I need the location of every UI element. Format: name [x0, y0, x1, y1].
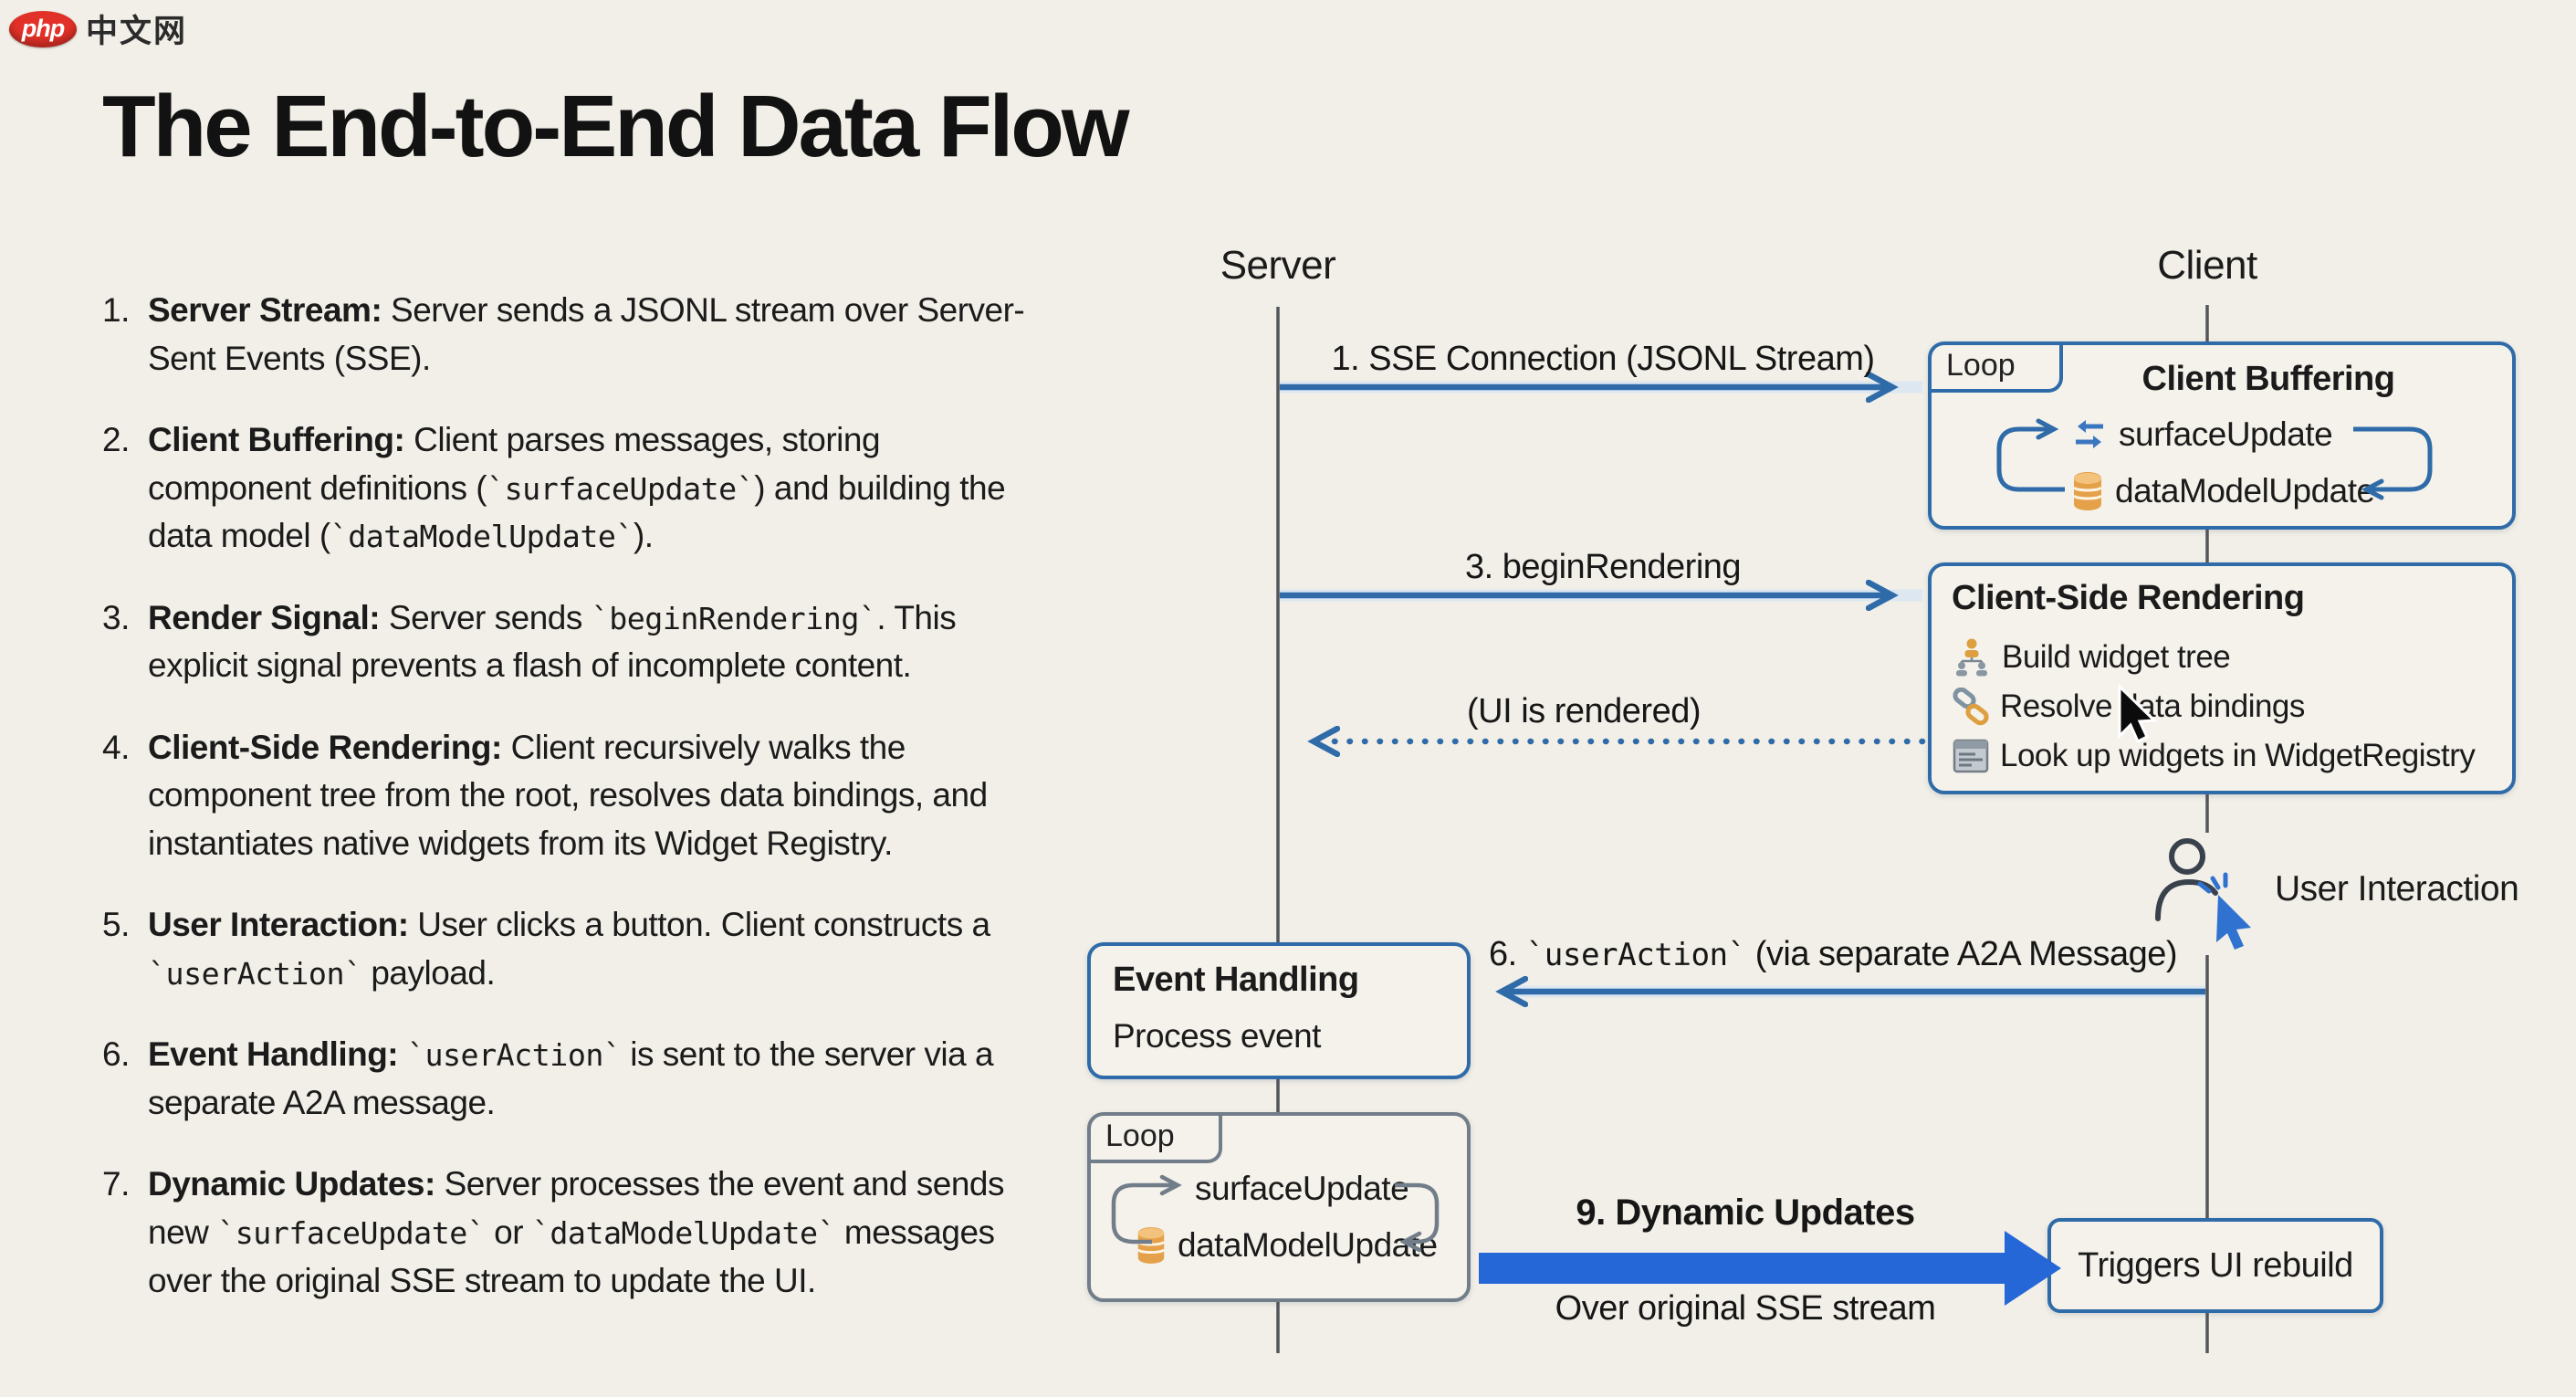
- event-handling-title: Event Handling: [1113, 961, 1359, 999]
- swap-arrows-icon: [2076, 420, 2103, 448]
- surface-update-label: surfaceUpdate: [2119, 415, 2333, 453]
- event-handling-subtitle: Process event: [1113, 1017, 1321, 1055]
- step-item-2: 2. Client Buffering: Client parses messa…: [102, 416, 1052, 561]
- server-lifeline-label: Server: [1220, 243, 1336, 288]
- step-number: 2.: [102, 421, 130, 459]
- server-loop-box: Loop surfaceUpdate dataModelUpdate: [1087, 1112, 1471, 1302]
- data-model-update-label: dataModelUpdate: [2115, 472, 2375, 509]
- step-number: 5.: [102, 906, 130, 944]
- database-icon: [2072, 472, 2103, 510]
- step-number: 3.: [102, 598, 130, 636]
- step-item-7: 7. Dynamic Updates: Server processes the…: [102, 1161, 1052, 1305]
- dynamic-updates-sublabel: Over original SSE stream: [1555, 1289, 1936, 1328]
- loop-tab: Loop: [1087, 1112, 1222, 1163]
- step-number: 7.: [102, 1165, 130, 1203]
- user-action-label: 6. `userAction` (via separate A2A Messag…: [1488, 935, 2178, 973]
- site-logo: php 中文网: [9, 5, 187, 52]
- build-widget-tree-label: Build widget tree: [2002, 639, 2231, 675]
- triggers-ui-rebuild-box: Triggers UI rebuild: [2047, 1218, 2383, 1313]
- widget-registry-label: Look up widgets in WidgetRegistry: [2000, 738, 2476, 773]
- step-text: User Interaction: User clicks a button. …: [148, 906, 990, 992]
- surface-update-row: surfaceUpdate: [2070, 413, 2333, 457]
- surface-update-row: surfaceUpdate: [1195, 1167, 1409, 1211]
- step-text: Event Handling: `userAction` is sent to …: [148, 1035, 994, 1121]
- sse-arrow-label: 1. SSE Connection (JSONL Stream): [1331, 340, 1875, 378]
- surface-update-label: surfaceUpdate: [1195, 1170, 1409, 1207]
- step-item-5: 5. User Interaction: User clicks a butto…: [102, 901, 1052, 997]
- step-text: Render Signal: Server sends `beginRender…: [148, 598, 957, 685]
- client-lifeline-label: Client: [2157, 243, 2257, 288]
- step-item-3: 3. Render Signal: Server sends `beginRen…: [102, 594, 1052, 690]
- step-text: Server Stream: Server sends a JSONL stre…: [148, 291, 1025, 377]
- step-item-1: 1. Server Stream: Server sends a JSONL s…: [102, 287, 1052, 383]
- steps-list: 1. Server Stream: Server sends a JSONL s…: [102, 287, 1052, 1339]
- php-logo-icon: php: [9, 10, 77, 47]
- site-logo-text: 中文网: [86, 14, 188, 49]
- dynamic-updates-label: 9. Dynamic Updates: [1576, 1192, 1915, 1233]
- user-interaction-label: User Interaction: [2275, 869, 2519, 909]
- step-number: 4.: [102, 728, 130, 766]
- loop-tab: Loop: [1928, 341, 2063, 393]
- widget-tree-icon: [1956, 638, 1987, 677]
- step-number: 1.: [102, 291, 130, 329]
- step-item-6: 6. Event Handling: `userAction` is sent …: [102, 1031, 1052, 1127]
- resolve-data-bindings-row: Resolve data bindings: [1952, 685, 2305, 729]
- step-number: 6.: [102, 1035, 130, 1074]
- triggers-ui-rebuild-label: Triggers UI rebuild: [2078, 1245, 2353, 1285]
- data-model-update-row: dataModelUpdate: [2070, 469, 2375, 513]
- step-text: Client Buffering: Client parses messages…: [148, 421, 1006, 555]
- data-model-update-row: dataModelUpdate: [1135, 1224, 1438, 1267]
- client-side-rendering-title: Client-Side Rendering: [1952, 579, 2305, 617]
- client-side-rendering-box: Client-Side Rendering Build widget tree …: [1928, 562, 2516, 794]
- step-text: Client-Side Rendering: Client recursivel…: [148, 728, 988, 862]
- ui-rendered-label: (UI is rendered): [1467, 692, 1701, 730]
- widget-registry-row: Look up widgets in WidgetRegistry: [1952, 734, 2476, 778]
- resolve-data-bindings-label: Resolve data bindings: [2000, 688, 2305, 724]
- user-interaction-icon: [2155, 838, 2251, 950]
- begin-rendering-label: 3. beginRendering: [1464, 548, 1742, 586]
- data-binding-link-icon: [1953, 688, 1989, 726]
- build-widget-tree-row: Build widget tree: [1952, 635, 2231, 679]
- step-item-4: 4. Client-Side Rendering: Client recursi…: [102, 724, 1052, 868]
- click-cursor-icon: [2216, 895, 2251, 950]
- client-buffering-title: Client Buffering: [2141, 360, 2395, 398]
- page-title: The End-to-End Data Flow: [102, 78, 1130, 175]
- widget-registry-icon: [1953, 739, 1989, 773]
- event-handling-box: Event Handling Process event: [1087, 942, 1471, 1079]
- step-text: Dynamic Updates: Server processes the ev…: [148, 1165, 1005, 1299]
- data-model-update-label: dataModelUpdate: [1178, 1226, 1438, 1264]
- client-buffering-box: Loop Client Buffering surfaceUpdate data…: [1928, 341, 2516, 530]
- database-icon: [1136, 1227, 1166, 1264]
